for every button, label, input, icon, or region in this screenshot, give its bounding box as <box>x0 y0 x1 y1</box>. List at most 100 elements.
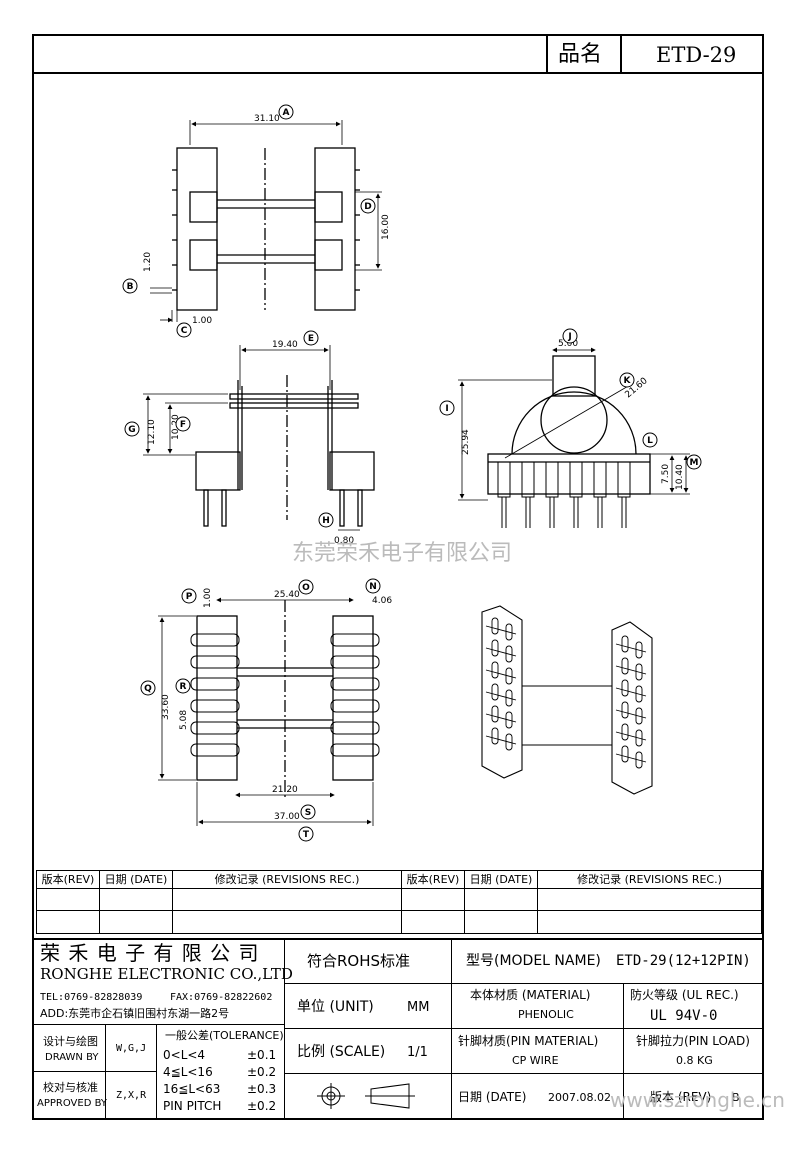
model-value: ETD-29(12+12PIN) <box>616 953 751 969</box>
svg-text:E: E <box>308 334 314 344</box>
bottom-view <box>158 597 380 826</box>
svg-text:Q: Q <box>144 684 152 694</box>
svg-text:R: R <box>180 682 187 692</box>
svg-text:T: T <box>303 830 310 840</box>
pin-material-value: CP WIRE <box>512 1054 559 1067</box>
dim-s-value: 21.20 <box>272 785 298 795</box>
tol-range-3: PIN PITCH <box>163 1099 222 1113</box>
svg-text:S: S <box>305 808 311 818</box>
revision-table: 版本(REV) 日期 (DATE) 修改记录 (REVISIONS REC.) … <box>36 870 762 934</box>
dim-n-value: 4.06 <box>372 596 392 606</box>
dim-h-value: 0.80 <box>334 536 354 546</box>
tolerance-title: 一般公差(TOLERANCE) <box>165 1029 284 1042</box>
tol-val-3: ±0.2 <box>247 1099 277 1113</box>
dim-j-value: 5.00 <box>558 339 578 349</box>
tag-h: H <box>318 512 334 528</box>
title-block-top <box>32 938 764 940</box>
svg-text:C: C <box>181 326 188 336</box>
rev-label: 版本 (REV) <box>650 1090 712 1104</box>
svg-text:F: F <box>180 420 186 430</box>
dim-m-value: 10.40 <box>675 464 685 490</box>
svg-text:B: B <box>127 282 134 292</box>
tag-l: L <box>642 432 658 448</box>
pin-load-cell: 针脚拉力(PIN LOAD) 0.8 KG <box>623 1028 764 1074</box>
dim-e-value: 19.40 <box>272 340 298 350</box>
dim-f-value: 10.20 <box>171 414 181 440</box>
tag-a: A <box>278 104 294 120</box>
tag-s: S <box>300 804 316 820</box>
unit-label: 单位 (UNIT) <box>297 999 374 1015</box>
tag-r: R <box>175 678 191 694</box>
dim-b-value: 1.20 <box>143 252 153 272</box>
tag-j: J <box>562 328 578 344</box>
approved-label-en: APPROVED BY <box>37 1098 108 1109</box>
material-value: PHENOLIC <box>518 1008 574 1021</box>
svg-text:P: P <box>186 592 193 602</box>
svg-text:H: H <box>322 516 330 526</box>
rev-header-rev-2: 版本(REV) <box>401 870 465 889</box>
rev-cell: 版本 (REV) B <box>623 1073 764 1120</box>
dim-a-value: 31.10 <box>254 114 280 124</box>
unit-cell: 单位 (UNIT) MM <box>284 983 452 1029</box>
tol-val-0: ±0.1 <box>247 1048 277 1062</box>
tag-p: P <box>181 588 197 604</box>
date-cell: 日期 (DATE) 2007.08.02 <box>451 1073 624 1120</box>
model-cell: 型号(MODEL NAME) ETD-29(12+12PIN) <box>451 938 764 984</box>
tag-k: K <box>619 372 635 388</box>
approved-label-cn: 校对与核准 <box>43 1081 98 1094</box>
site-watermark: www.szronghe.cn <box>610 1088 785 1112</box>
side-view <box>458 347 690 528</box>
drawn-label-cn: 设计与绘图 <box>43 1035 98 1048</box>
svg-text:O: O <box>302 583 310 593</box>
projection-symbol-icon <box>317 1083 415 1109</box>
approved-value: Z,X,R <box>116 1090 147 1101</box>
ul-cell: 防火等级 (UL REC.) UL 94V-0 <box>623 983 764 1029</box>
rohs-text: 符合ROHS标准 <box>307 952 411 970</box>
pin-material-label: 针脚材质(PIN MATERIAL) <box>458 1034 599 1048</box>
tol-range-0: 0<L<4 <box>163 1048 206 1062</box>
tolerance-cell: 一般公差(TOLERANCE) 0<L<4 ±0.1 4≦L<16 ±0.2 1… <box>156 1024 285 1120</box>
dim-o-value: 25.40 <box>274 590 300 600</box>
scale-value: 1/1 <box>407 1045 428 1060</box>
tag-m: M <box>686 454 702 470</box>
dim-p-value: 1.00 <box>203 588 213 608</box>
header-divider <box>32 72 764 74</box>
dim-c-value: 1.00 <box>192 316 212 326</box>
scale-cell: 比例 (SCALE) 1/1 <box>284 1028 452 1074</box>
dim-q-value: 33.60 <box>161 694 171 720</box>
drawn-value: W,G,J <box>116 1043 147 1054</box>
rev-header-rev-1: 版本(REV) <box>36 870 100 889</box>
tol-range-2: 16≦L<63 <box>163 1082 221 1096</box>
svg-text:D: D <box>364 202 371 212</box>
tol-val-1: ±0.2 <box>247 1065 277 1079</box>
svg-text:J: J <box>567 332 571 342</box>
material-cell: 本体材质 (MATERIAL) PHENOLIC <box>451 983 624 1029</box>
part-label: 品名 <box>558 42 603 67</box>
pin-load-label: 针脚拉力(PIN LOAD) <box>636 1034 750 1048</box>
tag-t: T <box>298 826 314 842</box>
unit-value: MM <box>407 1000 430 1015</box>
company-name-cn: 荣 禾 电 子 有 限 公 司 <box>40 941 260 965</box>
part-value: ETD-29 <box>656 43 737 67</box>
drawn-label-en: DRAWN BY <box>45 1052 99 1063</box>
company-name-en: RONGHE ELECTRONIC CO.,LTD <box>40 965 293 983</box>
dim-d-value: 16.00 <box>381 214 391 240</box>
tag-d: D <box>360 198 376 214</box>
dim-r-value: 5.08 <box>179 710 189 730</box>
rev-header-rec-1: 修改记录 (REVISIONS REC.) <box>172 870 402 889</box>
tag-e: E <box>303 330 319 346</box>
ul-label: 防火等级 (UL REC.) <box>630 988 739 1002</box>
date-label: 日期 (DATE) <box>458 1090 527 1104</box>
scale-label: 比例 (SCALE) <box>297 1044 386 1060</box>
tag-q: Q <box>140 680 156 696</box>
front-view <box>143 345 375 531</box>
rev-value: B <box>732 1091 740 1104</box>
tag-f: F <box>175 416 191 432</box>
pin-load-value: 0.8 KG <box>676 1054 713 1067</box>
dim-t-value: 37.00 <box>274 812 300 822</box>
tag-c: C <box>176 322 192 338</box>
rohs-cell: 符合ROHS标准 <box>284 938 452 984</box>
company-fax: FAX:0769-82822602 <box>170 992 273 1003</box>
rev-header-date-1: 日期 (DATE) <box>99 870 173 889</box>
drawn-label-cell: 设计与绘图 DRAWN BY <box>32 1024 106 1072</box>
